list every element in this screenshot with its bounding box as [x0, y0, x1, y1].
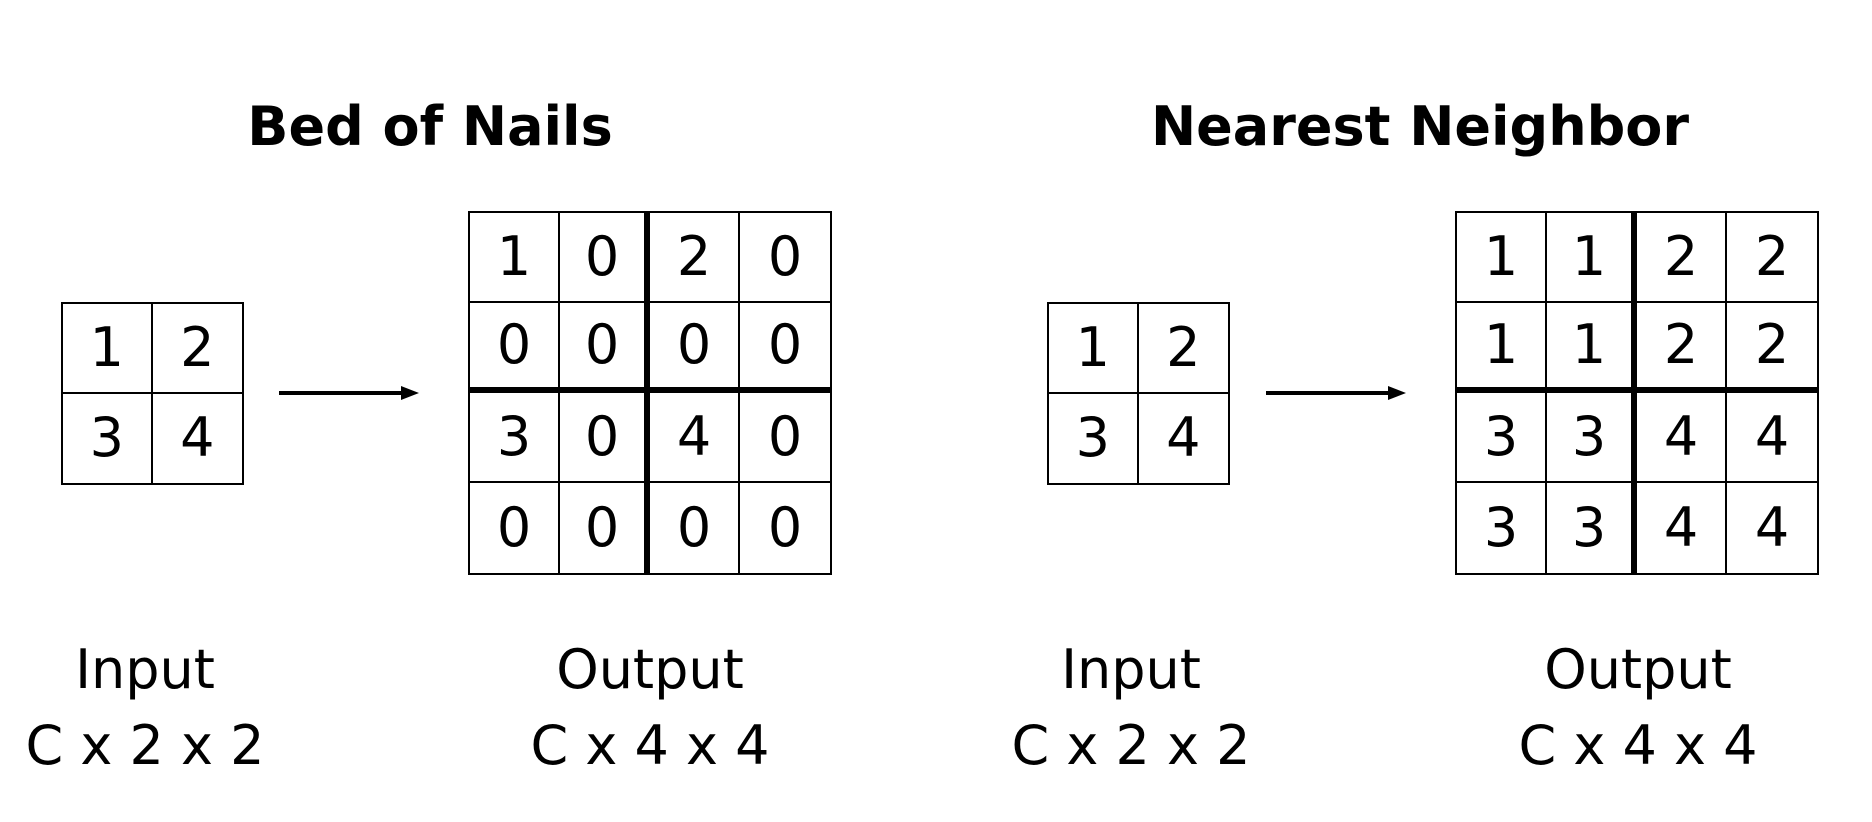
output-cell: 0 [740, 393, 830, 483]
output-cell: 1 [1457, 303, 1547, 393]
bed-of-nails-output-caption: Output C x 4 x 4 [525, 632, 775, 784]
output-cell: 0 [560, 303, 650, 393]
output-cell: 1 [1457, 213, 1547, 303]
arrow-shaft [1266, 391, 1390, 395]
output-cell: 0 [650, 483, 740, 573]
output-cell: 3 [470, 393, 560, 483]
output-cell: 3 [1457, 393, 1547, 483]
caption-shape: C x 2 x 2 [1011, 714, 1251, 777]
caption-label: Output [1544, 638, 1732, 701]
output-cell: 2 [1727, 303, 1817, 393]
bed-of-nails-output-grid: 1 0 2 0 0 0 0 0 3 0 4 0 0 0 0 0 [468, 211, 832, 575]
output-cell: 1 [470, 213, 560, 303]
output-cell: 3 [1547, 483, 1637, 573]
nearest-neighbor-output-caption: Output C x 4 x 4 [1513, 632, 1763, 784]
output-cell: 4 [650, 393, 740, 483]
bed-of-nails-arrow [279, 386, 419, 400]
arrowhead-icon [401, 386, 419, 400]
output-cell: 0 [560, 483, 650, 573]
output-cell: 4 [1637, 393, 1727, 483]
output-cell: 0 [560, 393, 650, 483]
nearest-neighbor-output-grid: 1 1 2 2 1 1 2 2 3 3 4 4 3 3 4 4 [1455, 211, 1819, 575]
input-cell: 3 [1049, 393, 1139, 483]
output-cell: 0 [650, 303, 740, 393]
nearest-neighbor-arrow [1266, 386, 1406, 400]
nearest-neighbor-title: Nearest Neighbor [1150, 95, 1690, 158]
output-cell: 1 [1547, 213, 1637, 303]
bed-of-nails-input-grid: 1 2 3 4 [61, 302, 244, 485]
output-cell: 4 [1727, 393, 1817, 483]
caption-label: Input [75, 638, 215, 701]
caption-shape: C x 2 x 2 [25, 714, 265, 777]
output-cell: 0 [470, 483, 560, 573]
output-cell: 0 [470, 303, 560, 393]
output-cell: 0 [767, 496, 803, 559]
output-cell: 2 [1637, 213, 1727, 303]
caption-label: Input [1061, 638, 1201, 701]
input-cell: 4 [180, 406, 215, 470]
output-cell: 0 [740, 213, 830, 303]
caption-shape: C x 4 x 4 [1518, 714, 1758, 777]
input-cell: 4 [1166, 406, 1201, 470]
caption-label: Output [556, 638, 744, 701]
input-cell: 1 [63, 304, 153, 394]
nearest-neighbor-input-caption: Input C x 2 x 2 [1006, 632, 1256, 784]
output-cell: 2 [1637, 303, 1727, 393]
bed-of-nails-input-caption: Input C x 2 x 2 [20, 632, 270, 784]
output-cell: 0 [740, 303, 830, 393]
nearest-neighbor-input-grid: 1 2 3 4 [1047, 302, 1230, 485]
output-cell: 2 [650, 213, 740, 303]
arrowhead-icon [1388, 386, 1406, 400]
output-cell: 4 [1754, 496, 1790, 559]
input-cell: 3 [63, 393, 153, 483]
input-cell: 1 [1049, 304, 1139, 394]
output-cell: 3 [1547, 393, 1637, 483]
output-cell: 3 [1457, 483, 1547, 573]
output-cell: 2 [1727, 213, 1817, 303]
caption-shape: C x 4 x 4 [530, 714, 770, 777]
output-cell: 4 [1637, 483, 1727, 573]
arrow-shaft [279, 391, 403, 395]
input-cell: 2 [152, 304, 242, 394]
input-cell: 2 [1138, 304, 1228, 394]
output-cell: 0 [560, 213, 650, 303]
output-cell: 1 [1547, 303, 1637, 393]
bed-of-nails-title: Bed of Nails [247, 95, 613, 158]
